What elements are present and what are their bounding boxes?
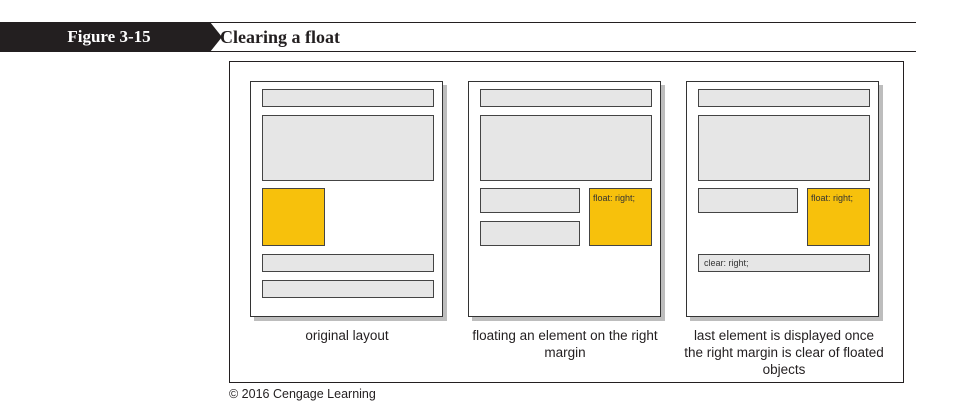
header-block (698, 89, 870, 107)
panel-floating: float: right; (468, 81, 661, 317)
figure-title: Clearing a float (220, 26, 340, 47)
figure-number-tab: Figure 3-15 (0, 22, 222, 52)
yellow-element (262, 188, 325, 246)
caption-original-layout: original layout (305, 328, 389, 343)
figure-number: Figure 3-15 (67, 27, 151, 46)
content-block (698, 115, 870, 181)
wrapped-block-1 (480, 188, 580, 213)
header-block (262, 89, 434, 107)
caption-floating: floating an element on the right margin (472, 328, 658, 360)
floated-element: float: right; (807, 188, 870, 246)
panel-original-layout (250, 81, 443, 317)
bottom-block-2 (262, 280, 434, 298)
caption-clearing: last element is displayed once the right… (684, 328, 884, 377)
wrapped-block-2 (480, 221, 580, 246)
bottom-block-1 (262, 254, 434, 272)
copyright-text: © 2016 Cengage Learning (229, 387, 376, 401)
figure-frame (229, 61, 904, 383)
float-right-label: float: right; (811, 193, 854, 203)
header-rule-top (210, 22, 916, 23)
floated-element: float: right; (589, 188, 652, 246)
header-rule-bottom (210, 51, 916, 52)
cleared-element: clear: right; (698, 254, 870, 272)
wrapped-block (698, 188, 798, 213)
header-block (480, 89, 652, 107)
float-right-label: float: right; (593, 193, 636, 203)
content-block (480, 115, 652, 181)
content-block (262, 115, 434, 181)
panel-clearing: float: right; clear: right; (686, 81, 879, 317)
clear-right-label: clear: right; (704, 258, 749, 268)
